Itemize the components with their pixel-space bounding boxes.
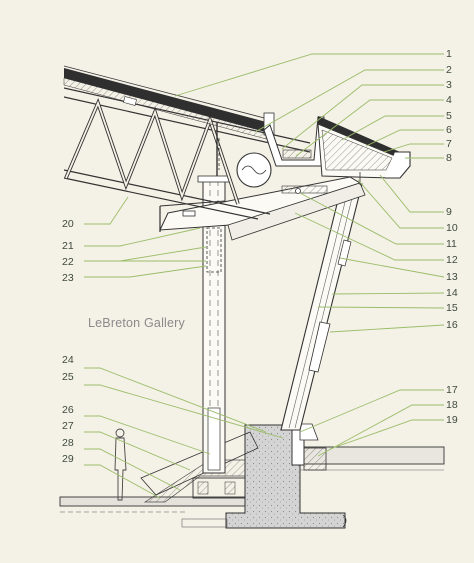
callout-29: 29 (62, 453, 74, 465)
callout-12: 12 (446, 254, 458, 266)
callout-5: 5 (446, 110, 452, 122)
callout-15: 15 (446, 302, 458, 314)
callout-11: 11 (446, 238, 457, 250)
callout-3: 3 (446, 79, 452, 91)
canopy-fascia (317, 116, 411, 185)
callout-27: 27 (62, 420, 74, 432)
callout-28: 28 (62, 437, 74, 449)
column-footing (140, 431, 259, 503)
callout-10: 10 (446, 222, 458, 234)
callout-6: 6 (446, 124, 452, 136)
callout-22: 22 (62, 256, 74, 268)
callout-19: 19 (446, 414, 458, 426)
callout-16: 16 (446, 319, 458, 331)
callout-4: 4 (446, 94, 452, 106)
callout-14: 14 (446, 287, 458, 299)
roof-deck (63, 65, 275, 141)
callout-9: 9 (446, 206, 452, 218)
callout-2: 2 (446, 64, 452, 76)
gallery-caption: LeBreton Gallery (88, 316, 185, 330)
callout-23: 23 (62, 272, 74, 284)
callout-7: 7 (446, 138, 452, 150)
callout-1: 1 (446, 48, 452, 60)
gutter (263, 116, 325, 167)
human-scale-figure (114, 428, 127, 501)
callout-17: 17 (446, 384, 458, 396)
round-duct (236, 152, 272, 188)
callout-leaders-left (84, 196, 284, 499)
callout-24: 24 (62, 354, 74, 366)
column-base-plate (291, 423, 327, 471)
callout-26: 26 (62, 404, 74, 416)
vertical-column (197, 175, 231, 474)
callout-20: 20 (62, 218, 74, 230)
callout-25: 25 (62, 371, 74, 383)
callout-leaders-right (174, 53, 445, 457)
callout-13: 13 (446, 271, 458, 283)
callout-18: 18 (446, 399, 458, 411)
callout-8: 8 (446, 152, 452, 164)
callout-21: 21 (62, 240, 74, 252)
